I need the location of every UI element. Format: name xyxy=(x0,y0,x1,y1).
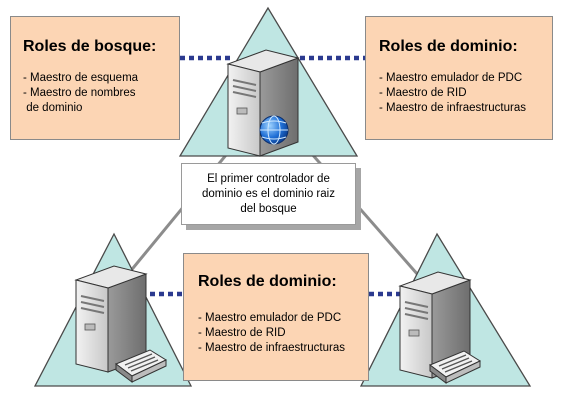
list-item: de dominio xyxy=(23,102,83,114)
list-item: - Maestro emulador de PDC xyxy=(198,312,342,324)
forest-roles-title: Roles de bosque: xyxy=(23,38,157,55)
domain-roles-box-top: Roles de dominio: - Maestro emulador de … xyxy=(365,16,553,140)
domain-roles-list: - Maestro emulador de PDC - Maestro de R… xyxy=(198,311,368,356)
list-item: - Maestro emulador de PDC xyxy=(379,72,523,84)
domain-roles-list: - Maestro emulador de PDC - Maestro de R… xyxy=(379,71,552,116)
root-domain-note: El primer controlador de dominio es el d… xyxy=(181,163,356,225)
domain-roles-title: Roles de dominio: xyxy=(198,273,337,290)
list-item: - Maestro de infraestructuras xyxy=(198,342,346,354)
forest-roles-list: - Maestro de esquema - Maestro de nombre… xyxy=(23,71,179,116)
list-item: - Maestro de infraestructuras xyxy=(379,102,527,114)
domain-roles-title: Roles de dominio: xyxy=(379,38,518,55)
server-globe-icon xyxy=(227,49,299,157)
list-item: - Maestro de RID xyxy=(198,327,286,339)
list-item: - Maestro de nombres xyxy=(23,87,136,99)
list-item: - Maestro de RID xyxy=(379,87,467,99)
note-line: dominio es el dominio raiz xyxy=(202,188,335,200)
note-line: del bosque xyxy=(240,203,297,215)
list-item: - Maestro de esquema xyxy=(23,72,139,84)
note-line: El primer controlador de xyxy=(207,173,330,185)
forest-roles-box: Roles de bosque: - Maestro de esquema - … xyxy=(10,16,180,140)
server-switch-icon xyxy=(399,271,481,384)
domain-roles-box-bottom: Roles de dominio: - Maestro emulador de … xyxy=(183,253,369,381)
